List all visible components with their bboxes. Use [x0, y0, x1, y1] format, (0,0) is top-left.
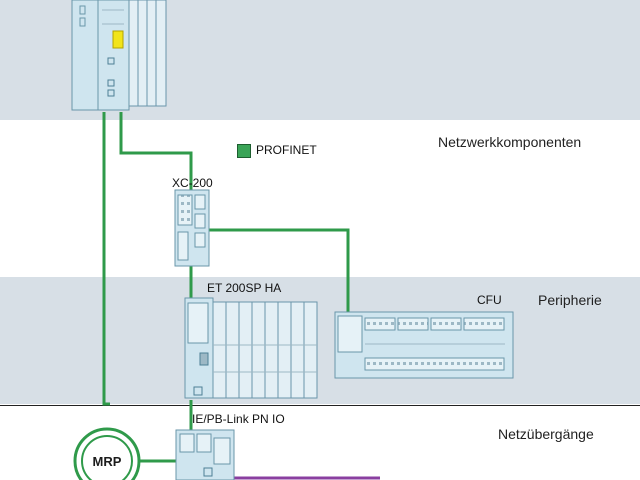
zone-divider	[0, 405, 640, 406]
zone-label-network-components: Netzwerkkomponenten	[438, 134, 582, 150]
profinet-legend-label: PROFINET	[256, 143, 317, 157]
cable-switch-to-cfu	[208, 228, 350, 316]
peripherals-zone-band	[0, 277, 640, 404]
status-led-indicator	[112, 30, 124, 49]
mrp-label: MRP	[93, 454, 122, 469]
profinet-cables	[102, 112, 350, 463]
mrp-ring-symbol: MRP	[73, 427, 141, 480]
cable-cpu-to-mrp	[102, 112, 110, 406]
et200sp-station	[184, 297, 318, 399]
cfu-label: CFU	[477, 293, 502, 307]
zone-label-gateways: Netzübergänge	[498, 426, 594, 442]
switch-device	[174, 189, 210, 267]
et200sp-label: ET 200SP HA	[207, 281, 282, 295]
cable-cpu-to-switch	[119, 112, 193, 190]
profinet-legend-swatch	[237, 144, 251, 158]
gateway-device	[175, 429, 235, 480]
gateway-label: IE/PB-Link PN IO	[192, 412, 285, 426]
zone-label-peripherals: Peripherie	[538, 292, 602, 308]
controller-rack	[71, 0, 167, 111]
switch-label: XC-200	[172, 176, 213, 190]
cfu-device	[334, 311, 514, 379]
